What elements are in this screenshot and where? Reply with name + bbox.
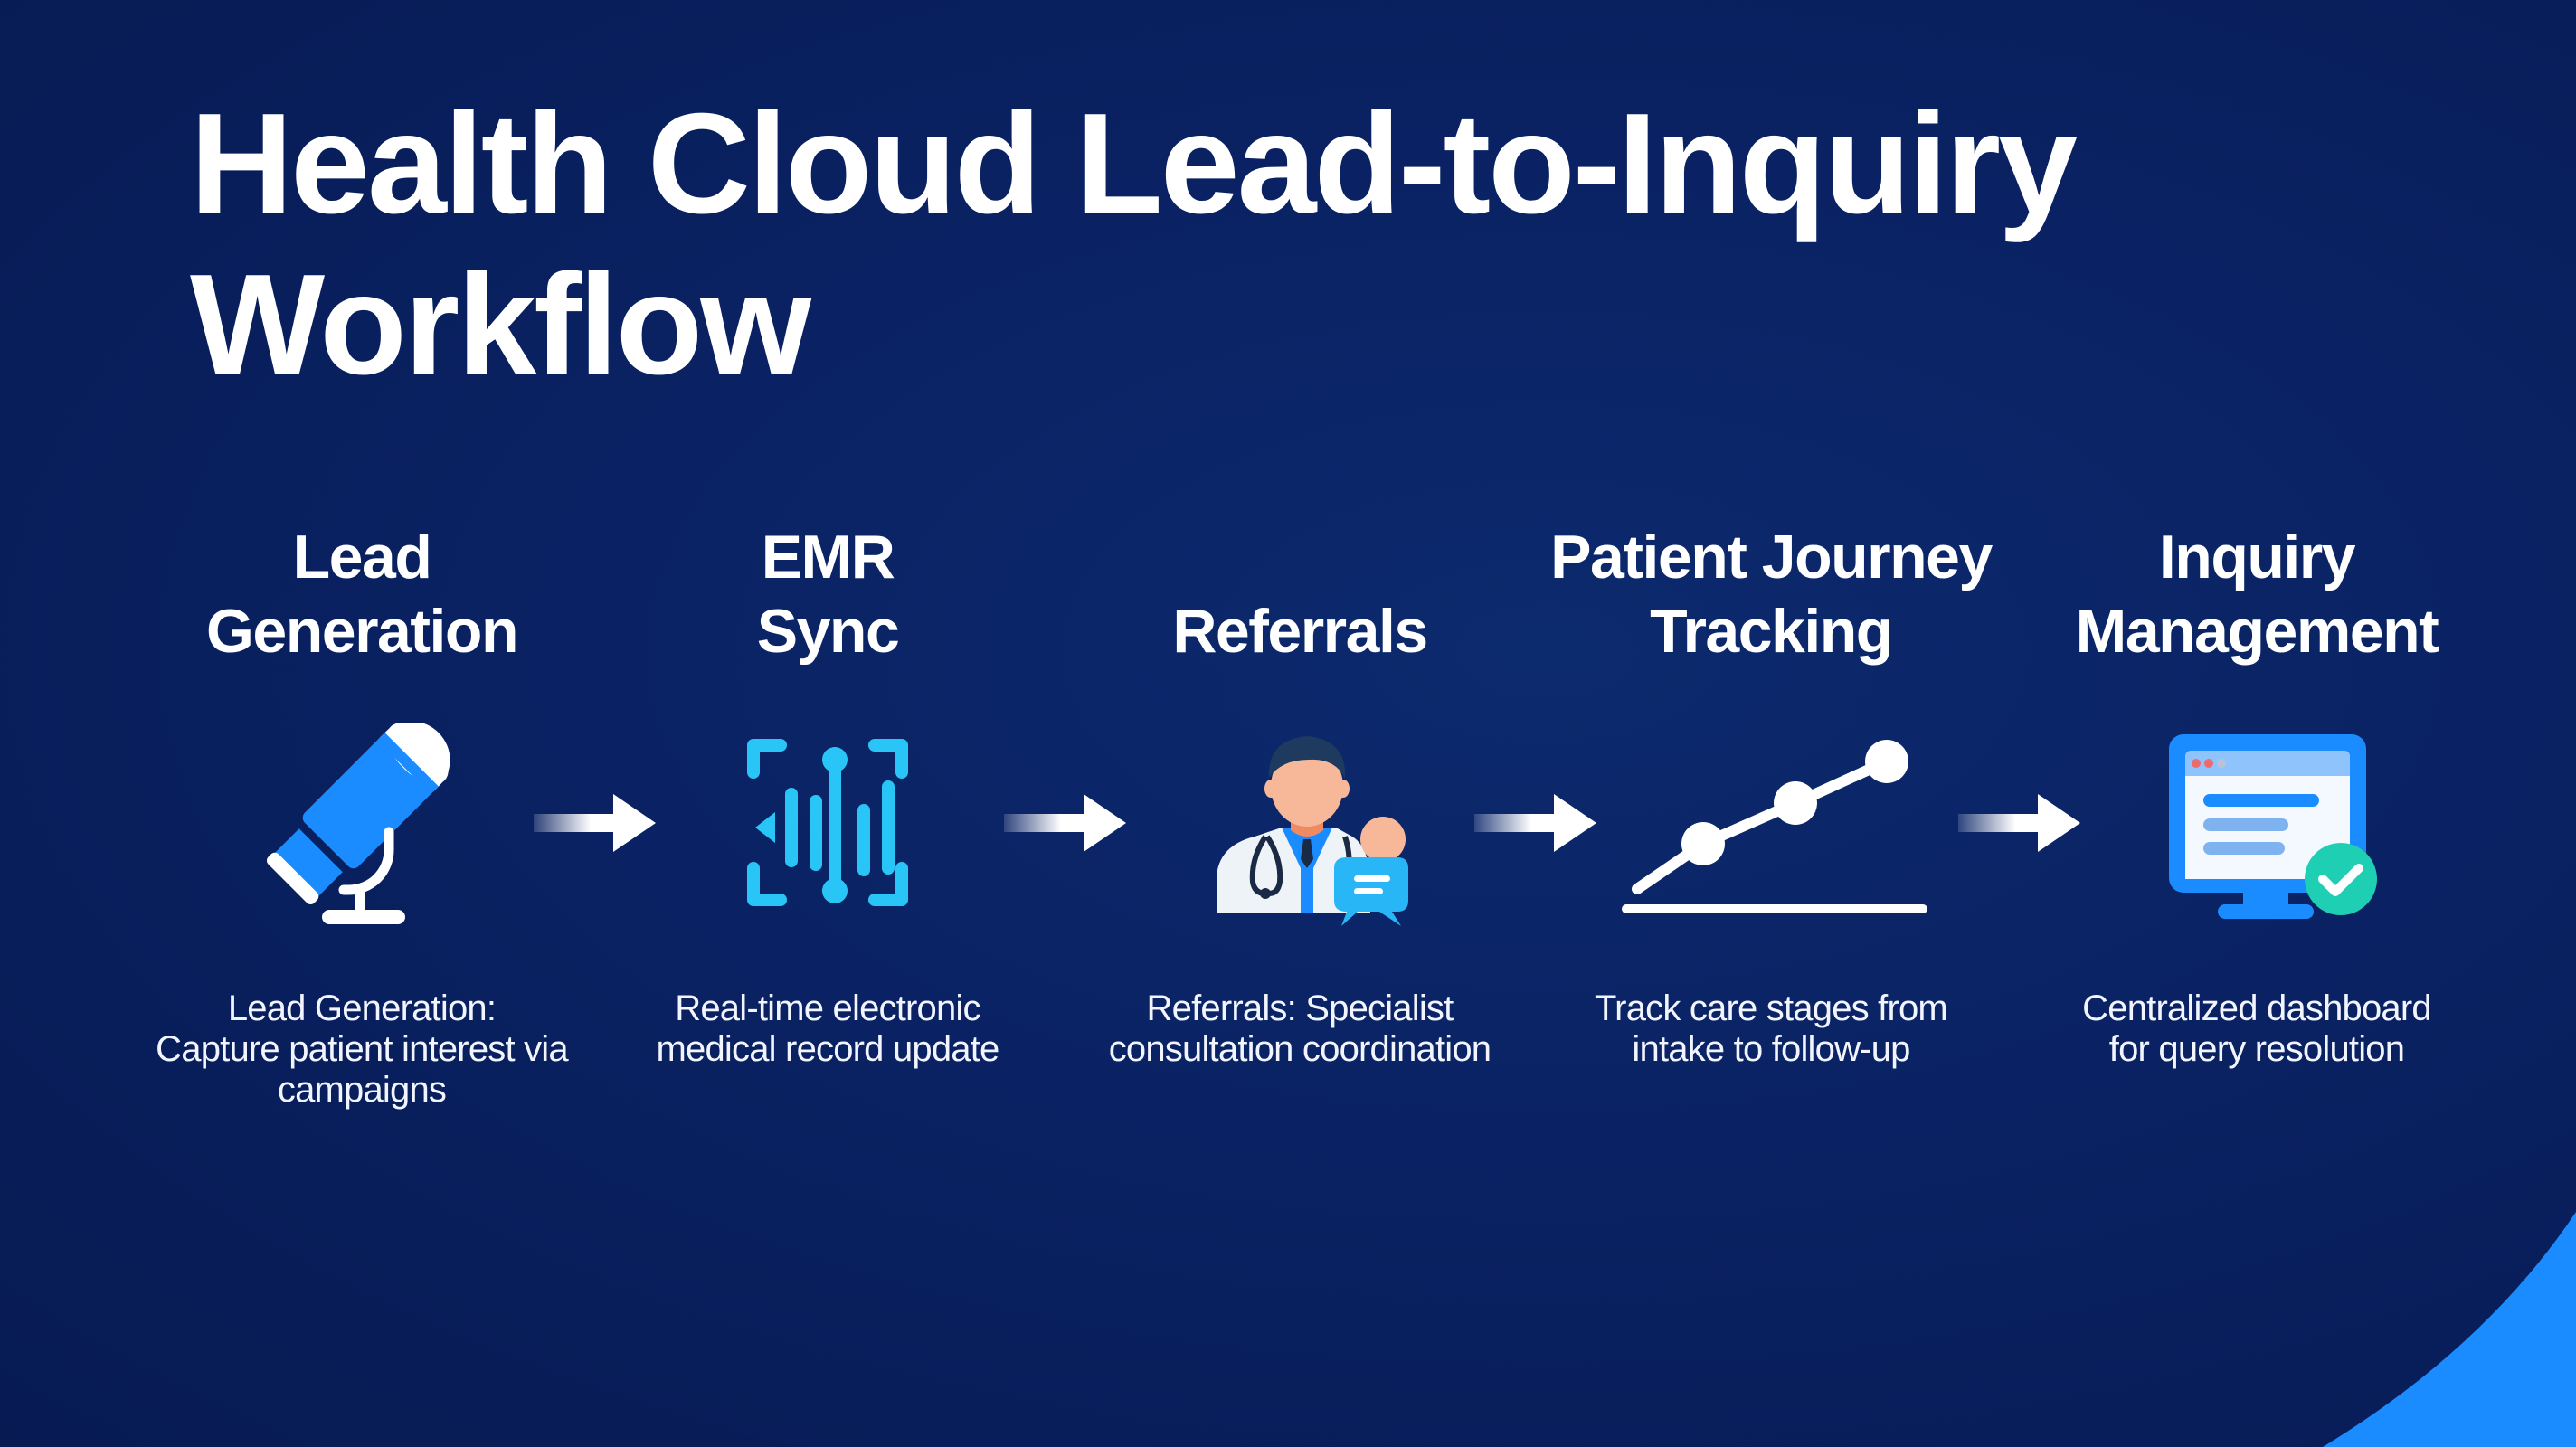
- step-heading-line-1: Lead: [292, 523, 432, 591]
- page-title: Health Cloud Lead-to-Inquiry Workflow: [190, 83, 2078, 405]
- arrow-right-icon: [534, 794, 656, 852]
- audio-waveform-scan-icon: [719, 724, 936, 927]
- step-heading-line-1: Inquiry: [2158, 523, 2356, 591]
- step-description: Track care stages from intake to follow-…: [1595, 988, 1948, 1069]
- dashboard-monitor-check-icon: [2144, 724, 2377, 927]
- step-description: Centralized dashboard for query resoluti…: [2082, 988, 2431, 1069]
- step-heading-line-1: EMR: [761, 523, 895, 591]
- step-heading: Lead Generation: [127, 520, 597, 668]
- step-heading-line-2: Management: [2075, 597, 2439, 666]
- step-heading-line-2: Tracking: [1650, 597, 1893, 666]
- title-line-1: Health Cloud Lead-to-Inquiry: [190, 84, 2078, 243]
- step-heading: Referrals: [1065, 520, 1535, 668]
- title-line-2: Workflow: [190, 245, 811, 404]
- step-heading: EMR Sync: [592, 520, 1063, 668]
- progress-line-chart-icon: [1608, 724, 1934, 927]
- arrow-right-icon: [1474, 794, 1596, 852]
- step-heading-line-2: Sync: [756, 597, 900, 666]
- arrow-right-icon: [1958, 794, 2080, 852]
- step-heading: Inquiry Management: [2022, 520, 2492, 668]
- step-heading: Patient Journey Tracking: [1536, 520, 2006, 668]
- step-heading-line-2: Referrals: [1172, 597, 1428, 666]
- step-description: Real-time electronic medical record upda…: [656, 988, 1000, 1069]
- step-description: Referrals: Specialist consultation coord…: [1108, 988, 1492, 1069]
- microphone-icon: [253, 721, 470, 927]
- step-heading-line-1: Patient Journey: [1550, 523, 1993, 591]
- step-description: Lead Generation: Capture patient interes…: [156, 988, 568, 1110]
- doctor-referral-chat-icon: [1191, 724, 1408, 927]
- step-heading-line-2: Generation: [206, 597, 518, 666]
- arrow-right-icon: [1004, 794, 1126, 852]
- decorative-corner-arc: [2287, 1194, 2576, 1447]
